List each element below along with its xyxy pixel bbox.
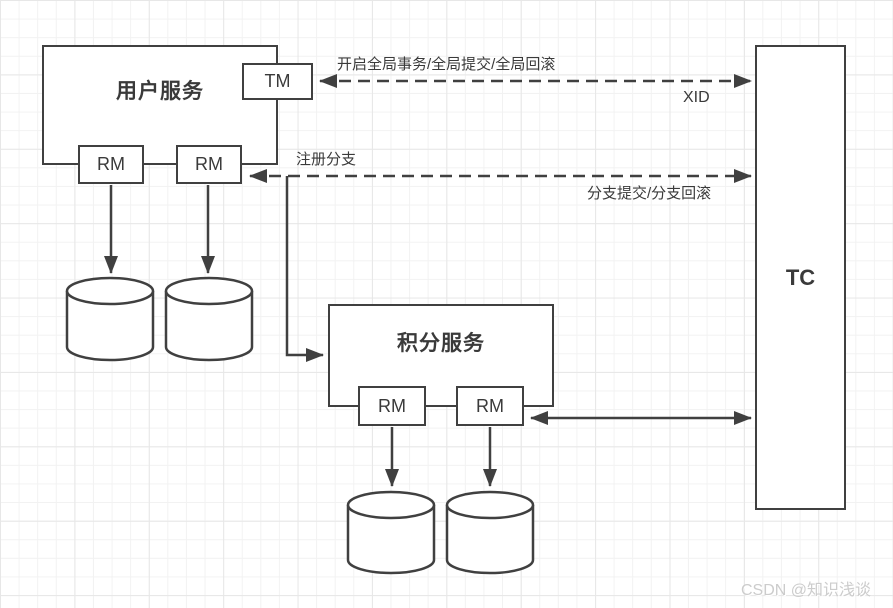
tc-box: TC — [755, 45, 846, 510]
database-cylinder-user-1 — [65, 276, 155, 362]
points-service-label: 积分服务 — [397, 332, 485, 355]
rm-label: RM — [97, 154, 125, 174]
tm-label: TM — [264, 71, 291, 91]
rm-box-points-2: RM — [456, 386, 524, 426]
rm-box-points-1: RM — [358, 386, 426, 426]
rm-label: RM — [378, 395, 406, 416]
rm-label: RM — [195, 154, 223, 174]
tc-label: TC — [785, 264, 816, 290]
rm-label: RM — [476, 395, 504, 416]
rm-box-user-1: RM — [78, 145, 144, 184]
rm-box-user-2: RM — [176, 145, 242, 184]
branch-ops-edge-label: 分支提交/分支回滚 — [587, 185, 712, 202]
arrow-invoke-points-service — [285, 176, 324, 362]
database-cylinder-points-1 — [346, 490, 436, 575]
database-cylinder-user-2 — [164, 276, 254, 362]
user-service-label: 用户服务 — [116, 80, 204, 103]
csdn-watermark: CSDN @知识浅谈 — [741, 582, 872, 599]
database-cylinder-points-2 — [445, 490, 535, 575]
tm-box: TM — [242, 63, 313, 100]
register-branch-edge-label: 注册分支 — [296, 151, 357, 168]
xid-edge-label: XID — [683, 89, 710, 106]
global-transaction-edge-label: 开启全局事务/全局提交/全局回滚 — [337, 56, 556, 73]
